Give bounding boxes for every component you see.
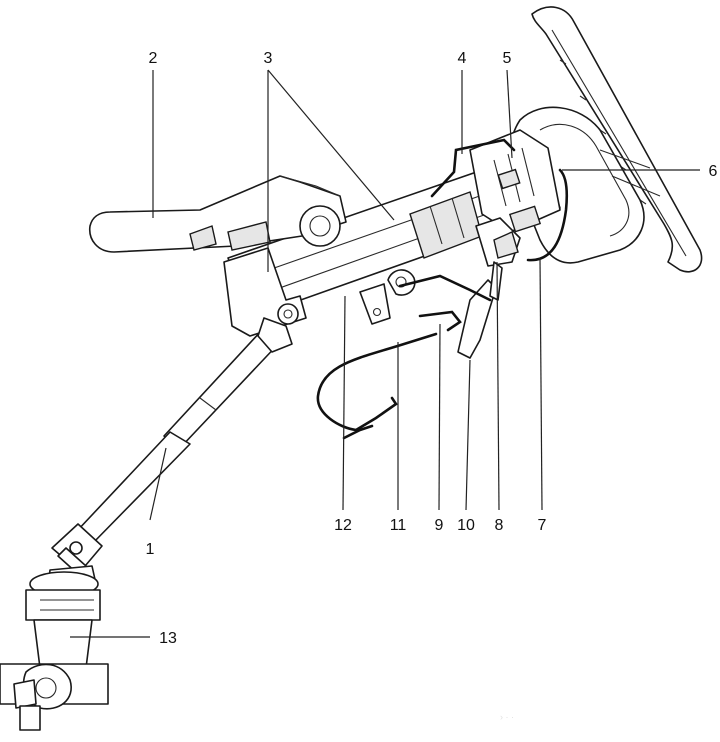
- callout-9: 9: [435, 517, 444, 534]
- tilt-lever: [89, 175, 347, 253]
- callout-12: 12: [334, 517, 352, 534]
- callout-11: 11: [390, 517, 407, 534]
- callout-13: 13: [159, 630, 177, 647]
- steering-gear-housing: [0, 571, 109, 731]
- callout-5: 5: [503, 50, 512, 67]
- cable-9: [418, 310, 462, 332]
- leader-lines: [70, 69, 700, 638]
- cable-harness: [398, 274, 492, 302]
- callout-2: 2: [149, 50, 158, 67]
- watermark: › · ·: [500, 712, 514, 722]
- callout-7: 7: [538, 517, 547, 534]
- callout-4: 4: [458, 50, 467, 67]
- callout-3: 3: [264, 50, 273, 67]
- callout-1: 1: [146, 541, 155, 558]
- callout-8: 8: [495, 517, 504, 534]
- callout-6: 6: [709, 163, 718, 180]
- switch-assembly: [387, 217, 521, 359]
- cables: [316, 138, 569, 440]
- steering-column-tube: [223, 129, 561, 337]
- callout-10: 10: [457, 517, 475, 534]
- steering-wheel: [509, 6, 703, 273]
- callout-labels: 1 2 3 4 5 6 7 8 9 10 11 12 13: [146, 50, 718, 647]
- cable-7: [526, 168, 569, 262]
- intermediate-shaft: [75, 317, 293, 545]
- cable-11: [316, 332, 438, 432]
- cable-4: [430, 138, 516, 198]
- cable-11-end: [342, 424, 374, 440]
